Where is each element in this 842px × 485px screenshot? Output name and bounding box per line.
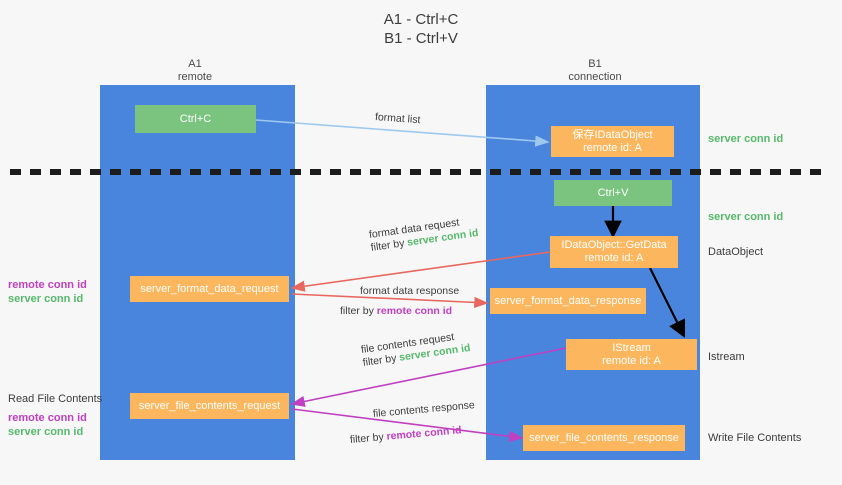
node-server-file-contents-request-label: server_file_contents_request [138, 399, 281, 412]
column-header-b1: B1 connection [520, 58, 670, 84]
left-label-remote-conn-id: remote conn id [8, 279, 87, 291]
right-label-server-conn-id-second: server conn id [708, 211, 784, 223]
node-istream[interactable]: IStream remote id: A [566, 339, 697, 370]
column-a1-role: remote [177, 71, 213, 83]
node-istream-line1: IStream [612, 341, 651, 354]
node-save-idataobject-line1: 保存IDataObject [572, 128, 653, 141]
page-title: A1 - Ctrl+C B1 - Ctrl+V [0, 10, 842, 48]
node-ctrl-v[interactable]: Ctrl+V [554, 180, 672, 206]
filter-prefix: filter by [340, 305, 377, 317]
edge-label-format-data-response-text: format data response [360, 285, 460, 297]
edge-format-data-response [291, 293, 489, 309]
edge-getdata-to-istream [649, 267, 685, 338]
right-label-server-conn-id-top: server conn id [708, 133, 784, 145]
node-istream-line2: remote id: A [602, 354, 661, 367]
node-getdata-line2: remote id: A [584, 252, 644, 264]
right-label-write-file-contents: Write File Contents [708, 432, 802, 444]
column-b1-name: B1 [588, 58, 602, 70]
left-stack-file-conn-ids: remote conn id server conn id [8, 411, 87, 439]
node-idataobject-getdata[interactable]: IDataObject::GetData remote id: A [550, 236, 678, 268]
node-save-idataobject[interactable]: 保存IDataObject remote id: A [551, 126, 674, 157]
column-b1-role: connection [568, 71, 622, 83]
column-header-a1: A1 remote [120, 58, 270, 84]
node-server-format-data-response-label: server_format_data_response [494, 294, 642, 307]
left-stack-format-conn-ids: remote conn id server conn id [8, 278, 87, 306]
filter-value-remote-conn-id: remote conn id [376, 305, 453, 317]
node-server-file-contents-response[interactable]: server_file_contents_response [523, 425, 685, 451]
edge-label-format-list-text: format list [374, 111, 421, 127]
edge-label-format-data-response-filter: filter by remote conn id [340, 305, 452, 318]
node-ctrl-c[interactable]: Ctrl+C [135, 105, 256, 133]
node-server-format-data-request-label: server_format_data_request [140, 282, 279, 295]
edge-label-format-data-response: format data response [360, 285, 459, 298]
node-server-format-data-response[interactable]: server_format_data_response [490, 288, 646, 314]
node-server-file-contents-request[interactable]: server_file_contents_request [130, 393, 289, 419]
column-a1-name: A1 [188, 58, 202, 70]
node-server-format-data-request[interactable]: server_format_data_request [130, 276, 289, 302]
node-ctrl-v-line1: Ctrl+V [597, 186, 629, 199]
right-label-istream: Istream [708, 351, 745, 363]
title-line-2: B1 - Ctrl+V [384, 30, 458, 47]
edge-format-list [255, 119, 550, 147]
left-label-remote-conn-id-2: remote conn id [8, 412, 87, 424]
left-label-read-file-contents: Read File Contents [8, 393, 103, 405]
edge-format-data-request [290, 251, 551, 292]
title-line-1: A1 - Ctrl+C [383, 11, 459, 28]
left-label-server-conn-id-2: server conn id [8, 426, 84, 438]
left-label-server-conn-id: server conn id [8, 293, 84, 305]
node-server-file-contents-response-label: server_file_contents_response [529, 431, 679, 444]
node-save-idataobject-line2: remote id: A [583, 141, 642, 154]
right-label-dataobject: DataObject [708, 246, 764, 258]
node-getdata-line1: IDataObject::GetData [561, 239, 667, 251]
filter-prefix: filter by [349, 430, 388, 446]
node-ctrl-c-line1: Ctrl+C [179, 112, 212, 125]
edge-file-contents-request [290, 347, 567, 407]
edge-file-contents-response [291, 408, 524, 442]
